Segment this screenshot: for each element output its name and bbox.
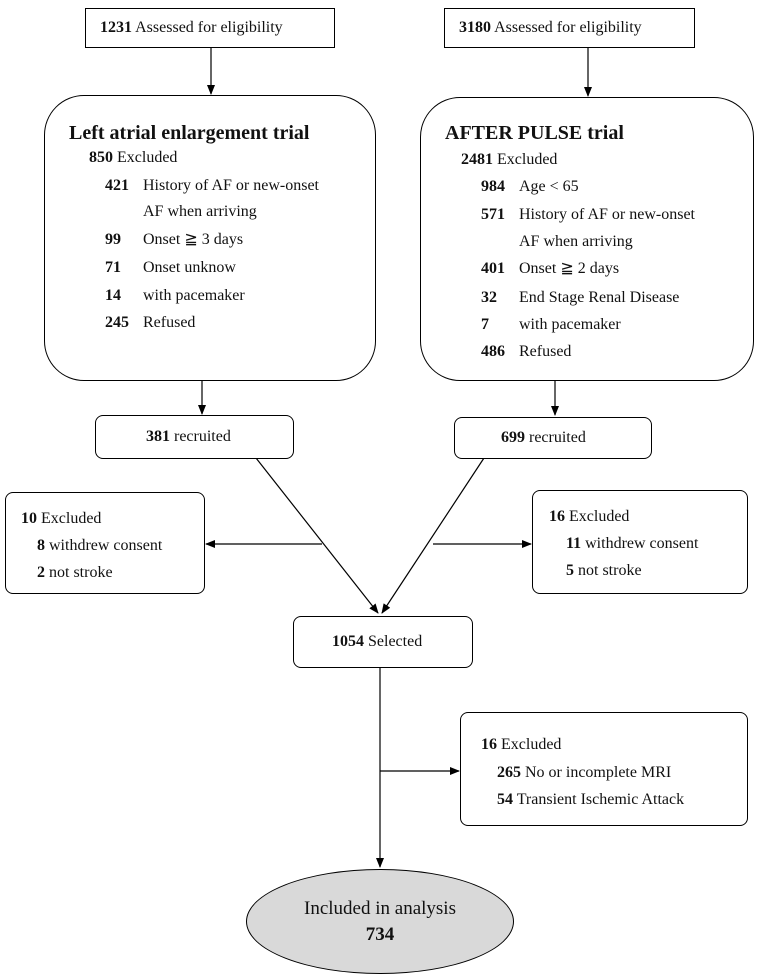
right-post-item: 5 not stroke (566, 562, 642, 579)
included-count: 734 (365, 924, 395, 945)
left-assessed-box: 1231 Assessed for eligibility (85, 8, 335, 48)
final-exclusion-item: 54 Transient Ischemic Attack (497, 791, 685, 808)
right-recruited-label: recruited (529, 429, 586, 446)
selected-box: 1054 Selected (293, 616, 473, 668)
right-reason: AF when arriving (519, 233, 633, 250)
arrow-right-recruited-to-selected (381, 457, 485, 614)
included-label: Included in analysis (304, 898, 456, 919)
left-reason: AF when arriving (143, 203, 257, 220)
right-excluded-line: 2481 Excluded (461, 151, 558, 168)
right-post-exclusion-box: 16 Excluded 11 withdrew consent 5 not st… (532, 490, 748, 594)
left-recruited-label: recruited (174, 428, 231, 445)
right-post-item: 11 withdrew consent (566, 535, 699, 552)
left-assessed-label: Assessed for eligibility (135, 19, 283, 36)
left-excluded-line: 850 Excluded (89, 149, 178, 166)
included-ellipse: Included in analysis 734 (246, 869, 514, 974)
arrow-left-recruited-to-selected (255, 457, 379, 614)
right-recruited-box: 699 recruited (454, 417, 652, 459)
left-post-item: 8 withdrew consent (37, 537, 163, 554)
selected-label: Selected (368, 633, 423, 650)
left-post-item: 2 not stroke (37, 564, 113, 581)
left-recruited-count: 381 (146, 428, 170, 445)
left-post-exclusion-box: 10 Excluded 8 withdrew consent 2 not str… (5, 492, 205, 594)
right-assessed-box: 3180 Assessed for eligibility (444, 8, 695, 48)
left-assessed-count: 1231 (100, 19, 132, 36)
right-trial-title: AFTER PULSE trial (445, 122, 624, 144)
selected-count: 1054 (332, 633, 364, 650)
right-recruited-count: 699 (501, 429, 525, 446)
final-exclusion-item: 265 No or incomplete MRI (497, 764, 672, 781)
final-exclusion-box: 16 Excluded 265 No or incomplete MRI 54 … (460, 712, 748, 826)
left-recruited-box: 381 recruited (95, 415, 294, 459)
left-trial-title: Left atrial enlargement trial (69, 122, 310, 144)
left-trial-box: Left atrial enlargement trial 850 Exclud… (44, 95, 376, 381)
right-assessed-label: Assessed for eligibility (494, 19, 642, 36)
right-assessed-count: 3180 (459, 19, 491, 36)
